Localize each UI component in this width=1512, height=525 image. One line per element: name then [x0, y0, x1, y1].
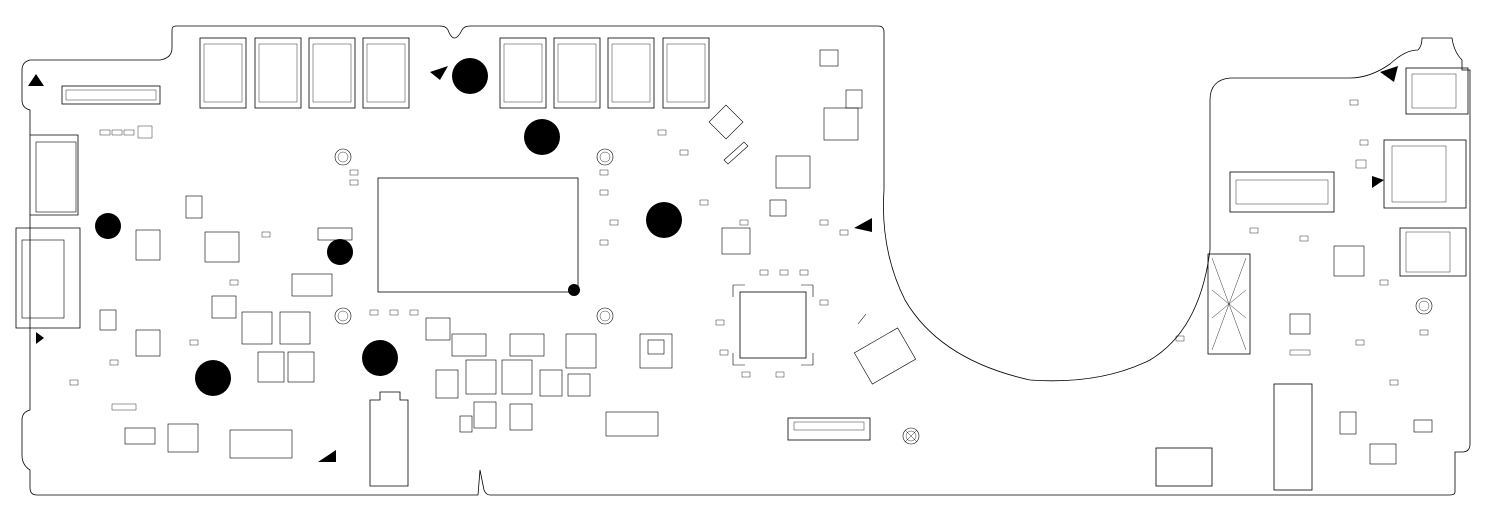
fiducial-triangle-1	[28, 74, 44, 86]
mounting-hole-3	[646, 202, 682, 238]
screw-rings	[334, 148, 1433, 445]
connector-left-1	[15, 227, 81, 329]
mounting-hole-7	[195, 360, 231, 396]
connector-top-left-inner	[65, 89, 157, 101]
fiducial-triangle-7	[36, 332, 44, 344]
connector-bottom-right-inner	[793, 421, 865, 431]
mounting-hole-4	[95, 213, 121, 239]
mounting-hole-6	[362, 340, 398, 376]
right-area-components	[647, 49, 917, 385]
connector-bottom-right	[787, 417, 871, 441]
connector-top-left	[61, 85, 161, 105]
main-soc-package	[377, 177, 579, 293]
power-stage-components	[425, 317, 673, 437]
board-cutout-left	[30, 134, 79, 216]
left-area-components	[99, 195, 353, 459]
connector-bottom-middle	[369, 391, 409, 487]
mounting-hole-5	[327, 239, 353, 265]
fiducial-triangle-5	[1380, 66, 1398, 82]
board-outline-main	[21, 25, 1471, 496]
fiducial-triangle-6	[1372, 176, 1384, 188]
fiducial-triangle-4	[318, 450, 336, 462]
mounting-hole-2	[524, 119, 560, 155]
connector-left-2	[35, 141, 77, 213]
mounting-hole-8	[568, 284, 580, 296]
secondary-chip	[739, 291, 807, 359]
fiducial-triangle-3	[854, 218, 872, 232]
secondary-chip-corners	[732, 284, 814, 366]
right-board-components	[1155, 67, 1469, 491]
fiducial-triangle-2	[430, 66, 448, 80]
diagonal-components	[723, 141, 867, 325]
connector-left-1-inner	[21, 239, 65, 319]
memory-slots	[199, 37, 710, 109]
mounting-hole-1	[452, 58, 488, 94]
passive-components	[69, 99, 1429, 411]
